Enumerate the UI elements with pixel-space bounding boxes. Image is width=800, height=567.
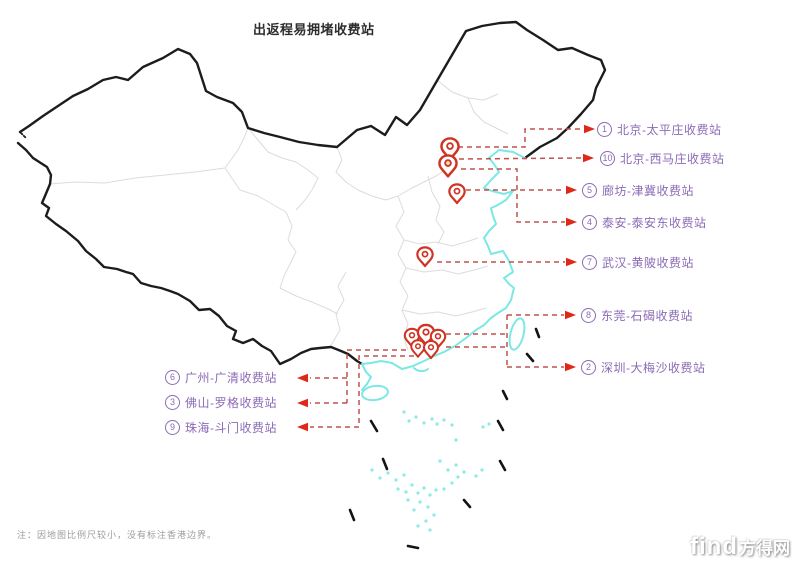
station-name: 武汉-黄陂收费站: [602, 255, 694, 270]
map-footnote: 注：因地图比例尺较小，没有标注香港边界。: [17, 530, 218, 540]
station-number-badge: 1: [597, 121, 612, 137]
station-number-badge: 3: [165, 394, 180, 410]
arrow-station-4: [566, 217, 577, 227]
station-label-guangzhou-guangqing: 6 广州-广清收费站: [165, 369, 277, 385]
station-number-badge: 4: [582, 214, 597, 230]
station-name: 北京-太平庄收费站: [617, 122, 722, 137]
arrow-station-8: [565, 310, 576, 320]
station-label-taian-taiandong: 4 泰安-泰安东收费站: [582, 214, 707, 230]
station-label-beijing-ximazhuang: 10 北京-西马庄收费站: [600, 150, 725, 166]
station-label-langfang-jinji: 5 廊坊-津冀收费站: [582, 182, 694, 198]
station-name: 佛山-罗格收费站: [185, 395, 277, 410]
station-label-zhuhai-doumen: 9 珠海-斗门收费站: [165, 419, 277, 435]
station-name: 珠海-斗门收费站: [185, 420, 277, 435]
watermark-chinese: 方得网: [739, 539, 790, 558]
station-number-badge: 8: [581, 307, 596, 323]
arrow-station-3: [297, 398, 308, 408]
pin-beijing-ximazhuang: [438, 154, 458, 178]
china-national-border: [16, 20, 607, 366]
leader-station-4: [461, 168, 565, 223]
pin-pearl-delta-5: [422, 339, 440, 360]
station-number-badge: 9: [165, 419, 180, 435]
arrow-station-6: [297, 373, 308, 383]
map-title: 出返程易拥堵收费站: [253, 22, 375, 37]
station-name: 东莞-石碣收费站: [601, 308, 693, 323]
leader-station-6: [310, 349, 406, 403]
pin-pearl-delta-4: [410, 339, 426, 358]
station-number-badge: 6: [165, 369, 180, 385]
pin-wuhan-huangpi: [416, 246, 434, 268]
pin-beijing-taipingzhuang: [440, 137, 460, 161]
province-borders: [49, 79, 509, 351]
leader-station-8: [446, 314, 564, 367]
arrow-station-1: [584, 124, 595, 134]
coastline: [361, 149, 526, 402]
arrow-station-2: [565, 362, 576, 372]
hainan-island: [361, 384, 389, 402]
station-name: 北京-西马庄收费站: [620, 151, 725, 166]
station-label-dongguan-shijie: 8 东莞-石碣收费站: [581, 307, 693, 323]
station-name: 廊坊-津冀收费站: [602, 183, 694, 198]
station-number-badge: 7: [582, 254, 597, 270]
station-label-foshan-luoge: 3 佛山-罗格收费站: [165, 394, 277, 410]
leader-arrows: [297, 124, 595, 432]
station-name: 深圳-大梅沙收费站: [601, 360, 706, 375]
station-name: 广州-广清收费站: [185, 370, 277, 385]
watermark-latin: find: [690, 533, 738, 560]
taiwan-island: [508, 317, 526, 351]
sea-island-dots: [370, 410, 491, 532]
station-number-badge: 2: [581, 359, 596, 375]
station-name: 泰安-泰安东收费站: [602, 215, 707, 230]
arrow-station-7: [566, 257, 577, 267]
station-number-badge: 5: [582, 182, 597, 198]
toll-station-pins: [403, 137, 466, 360]
leader-station-1: [458, 128, 583, 148]
station-label-wuhan-huangpi: 7 武汉-黄陂收费站: [582, 254, 694, 270]
arrow-station-5: [566, 185, 577, 195]
arrow-station-9: [297, 422, 308, 432]
leader-station-10: [458, 157, 583, 160]
station-label-shenzhen-dameisha: 2 深圳-大梅沙收费站: [581, 359, 706, 375]
station-number-badge: 10: [600, 150, 615, 166]
station-label-beijing-taipingzhuang: 1 北京-太平庄收费站: [597, 121, 722, 137]
leader-station-9: [310, 355, 414, 428]
watermark: find 方得网: [690, 533, 790, 561]
nine-dash-line: [348, 327, 541, 550]
arrow-station-10: [583, 153, 594, 163]
pin-langfang-jinji: [448, 183, 466, 205]
leader-lines: [310, 128, 583, 428]
